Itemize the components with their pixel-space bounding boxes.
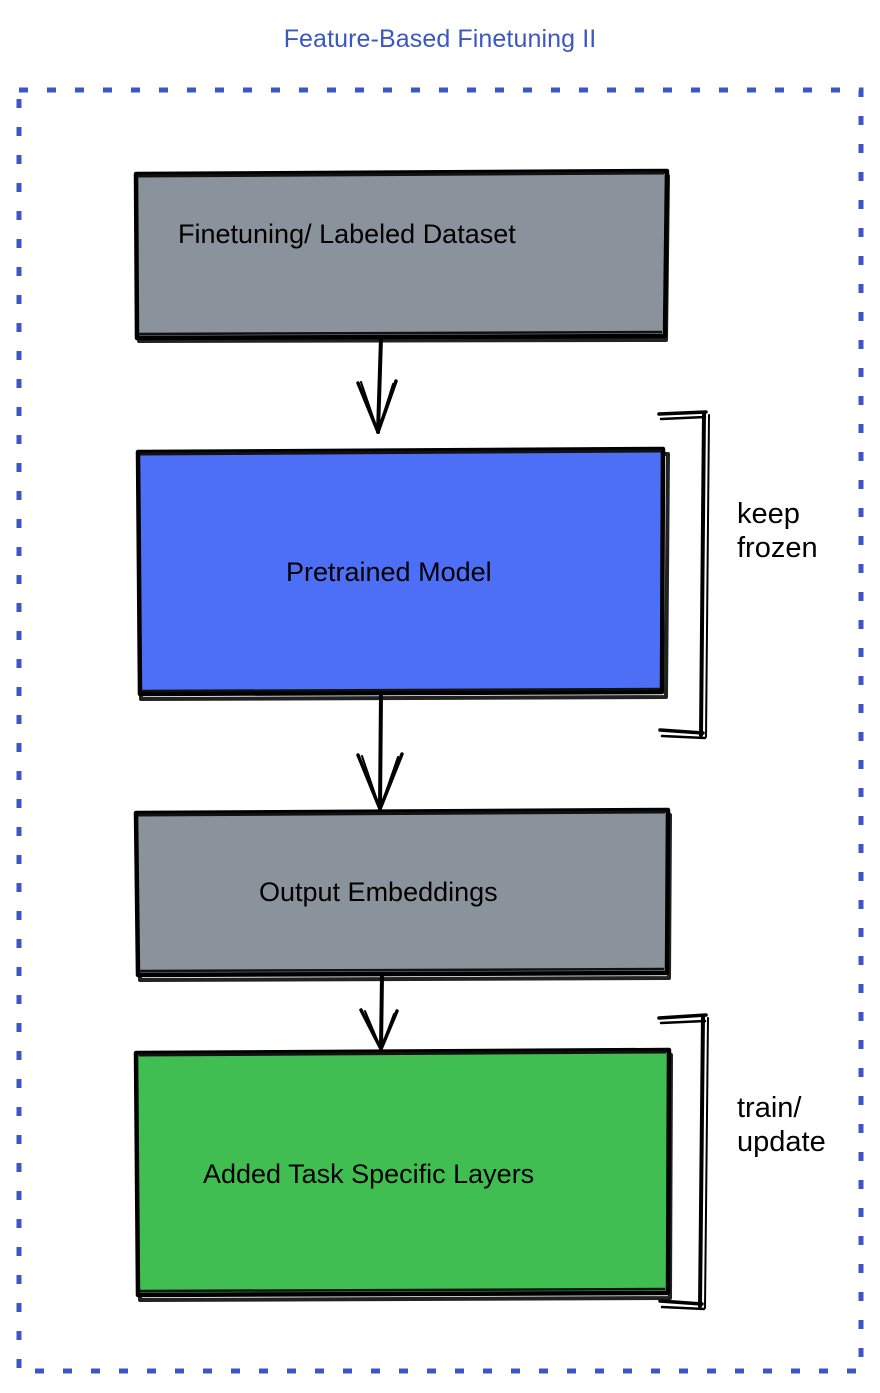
node-pretrained-model[interactable] xyxy=(135,446,670,701)
arrow-model-to-embeddings xyxy=(356,692,404,811)
node-label-pretrained-model: Pretrained Model xyxy=(286,557,492,587)
node-label-added-task-specific-layers: Added Task Specific Layers xyxy=(203,1159,535,1189)
node-label-finetuning-dataset: Finetuning/ Labeled Dataset xyxy=(178,219,516,249)
node-shape xyxy=(135,446,666,697)
node-sketch-stroke-bottom xyxy=(138,330,663,336)
node-sketch-stroke-bottom xyxy=(140,687,661,693)
node-output-embeddings[interactable] xyxy=(133,807,672,982)
bracket-train-update xyxy=(657,1013,709,1311)
node-sketch-stroke-top xyxy=(136,171,665,178)
node-sketch-stroke-top xyxy=(139,449,662,456)
node-sketch-stroke-top xyxy=(138,1050,667,1057)
node-sketch-stroke-bottom xyxy=(139,1287,666,1293)
node-shape xyxy=(133,1047,672,1298)
node-shape xyxy=(133,807,671,978)
bracket-keep-frozen xyxy=(657,410,710,740)
arrow-dataset-to-model xyxy=(356,336,398,434)
node-shape xyxy=(133,168,670,341)
page-title: Feature-Based Finetuning II xyxy=(283,25,597,53)
node-finetuning-dataset[interactable] xyxy=(133,168,670,343)
dashed-outer-frame xyxy=(16,87,864,1374)
node-label-output-embeddings: Output Embeddings xyxy=(259,877,498,907)
bracket-label-train-update: train/ update xyxy=(737,1092,826,1159)
arrow-embeddings-to-layers xyxy=(359,973,399,1051)
bracket-label-keep-frozen: keep frozen xyxy=(737,498,818,565)
node-sketch-stroke-bottom xyxy=(138,967,665,973)
node-added-task-specific-layers[interactable] xyxy=(133,1047,673,1302)
node-sketch-stroke-top xyxy=(137,810,666,817)
